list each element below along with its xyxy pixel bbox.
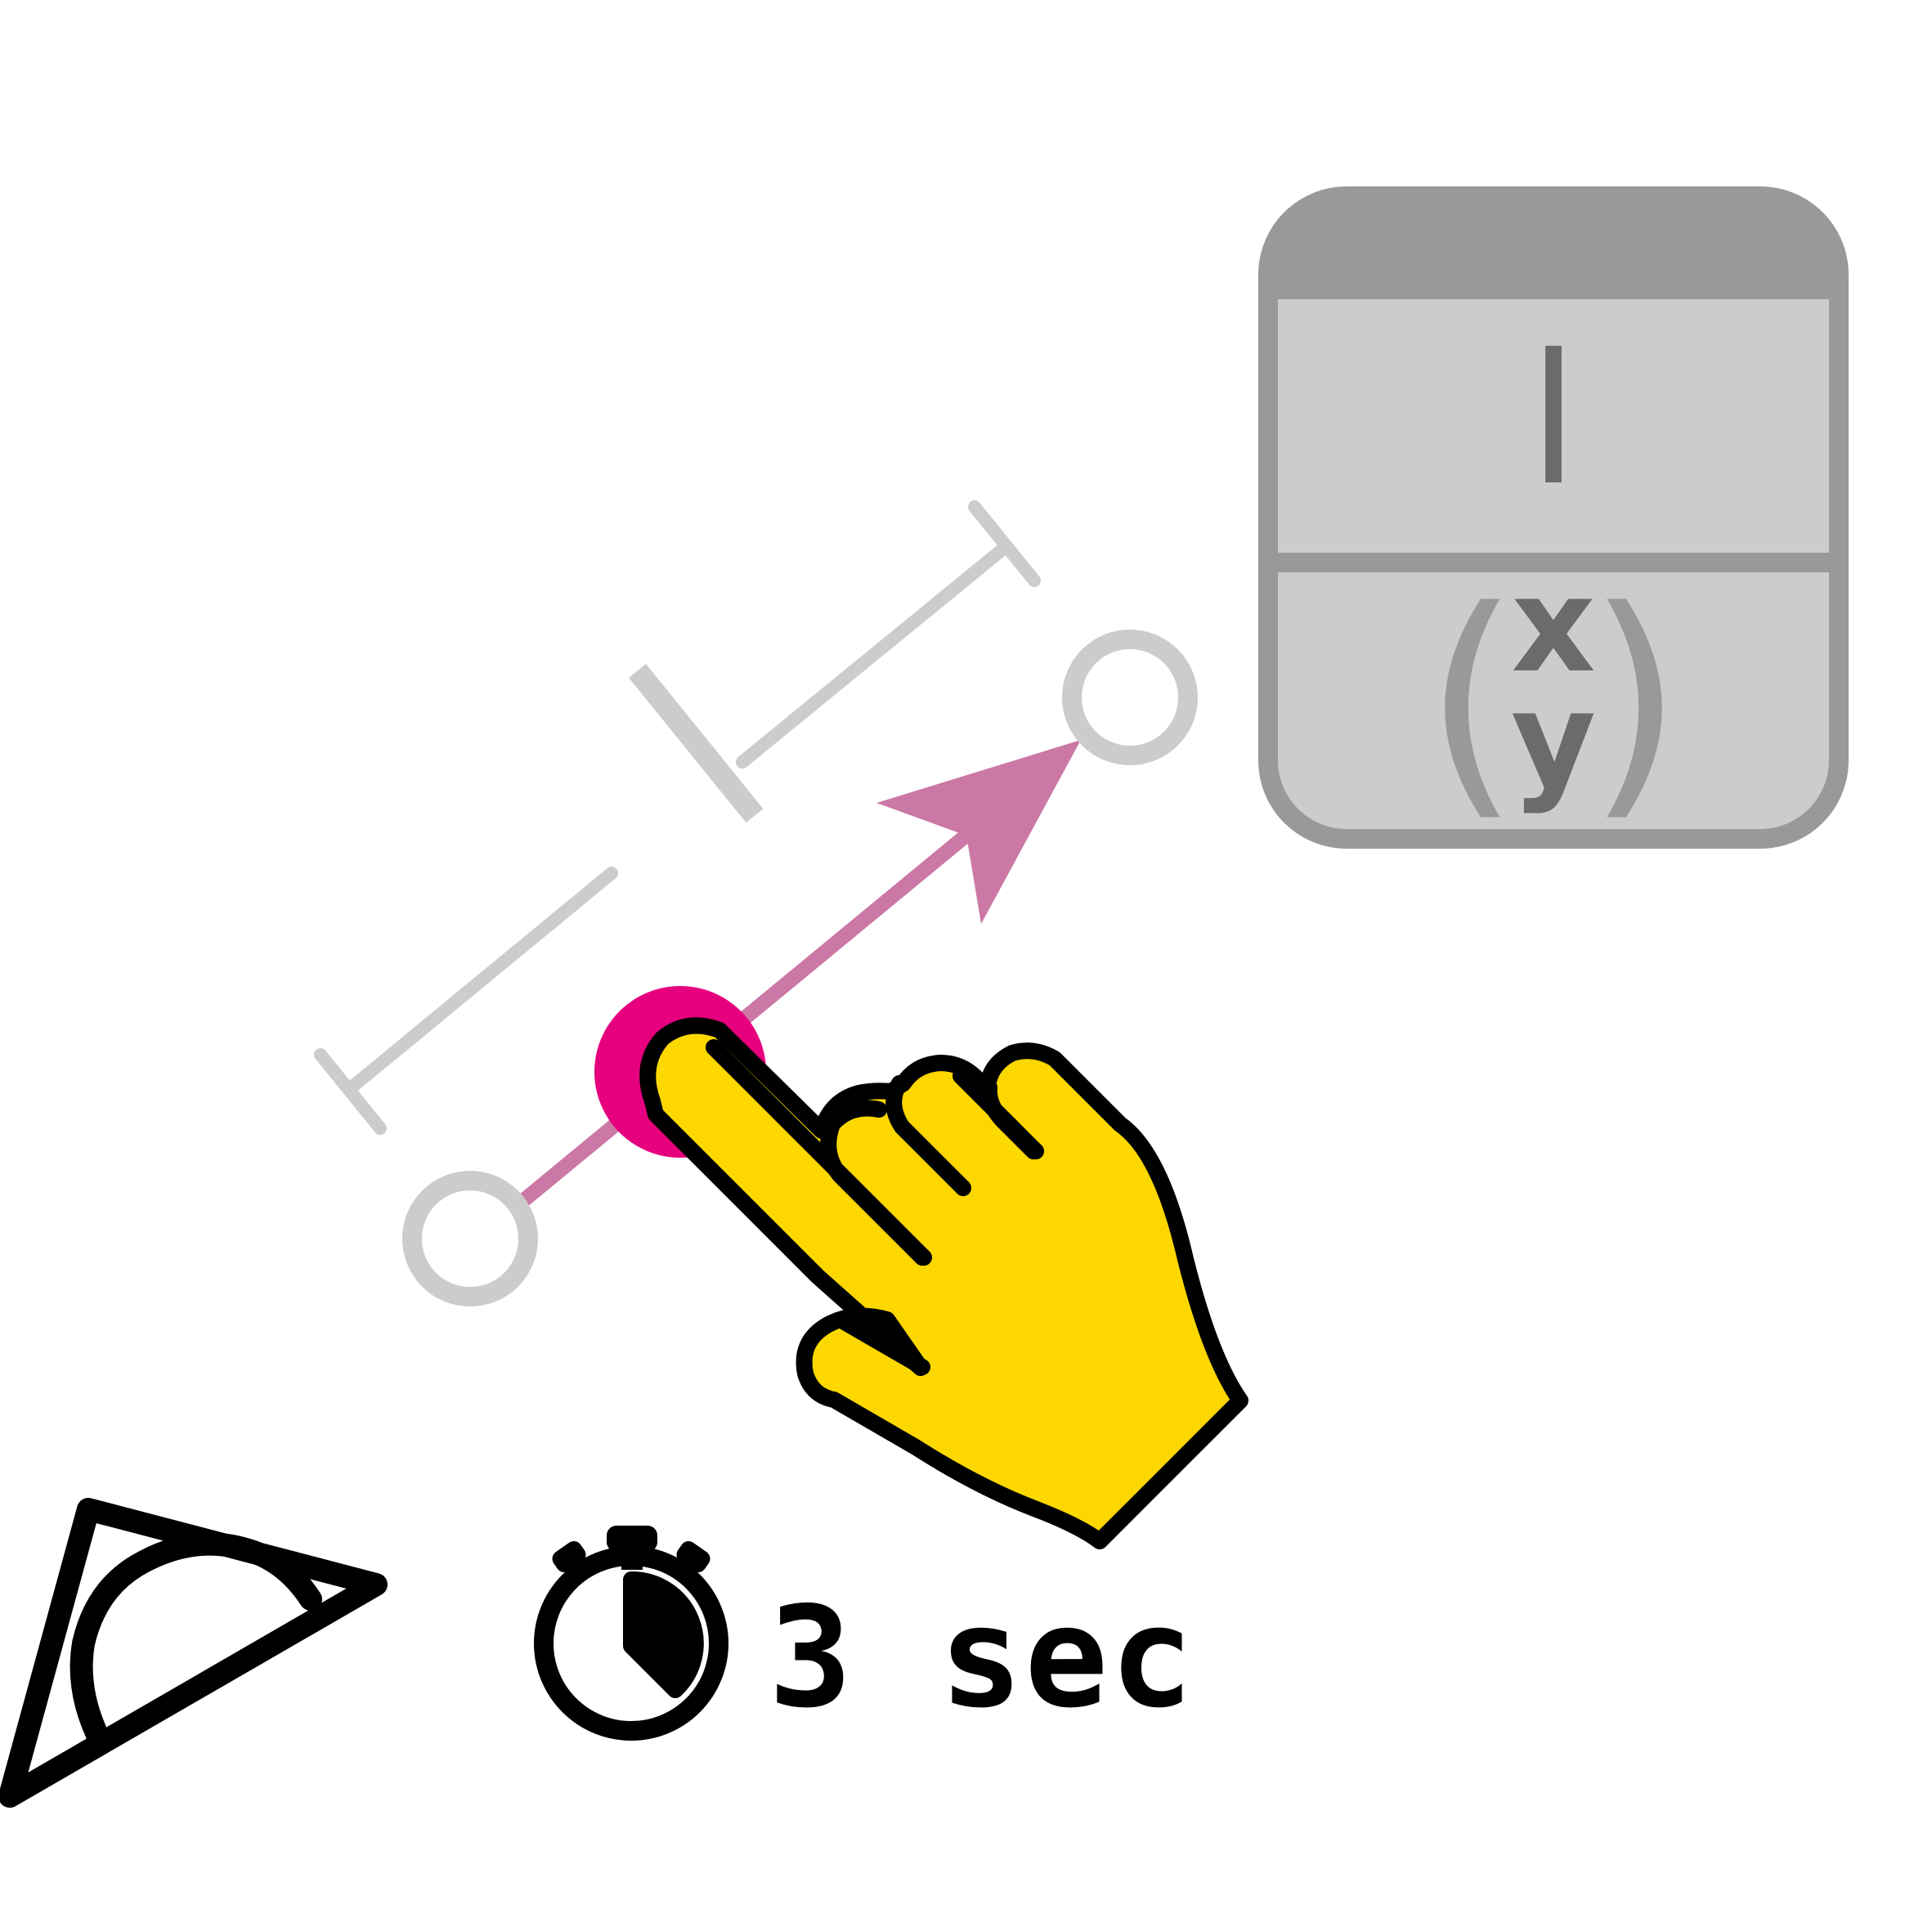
vector-start-point[interactable] (402, 1171, 538, 1307)
panel-header (1268, 196, 1839, 299)
vector-arrowhead (876, 740, 1081, 924)
dimension-line (314, 500, 1041, 1135)
vector-end-point[interactable] (1062, 630, 1198, 765)
dimension-label: l (585, 617, 818, 882)
panel-bracket-close: ) (1587, 558, 1683, 843)
panel-vector-x: x (1511, 549, 1595, 702)
dimension-tick-start (314, 1048, 387, 1135)
panel-vector-y: y (1511, 663, 1596, 816)
timer-label: 3 sec (769, 1577, 1195, 1739)
dimension-segment-lower (345, 867, 618, 1094)
stopwatch-icon (534, 1526, 728, 1741)
pointing-hand-icon (639, 1017, 1248, 1549)
panel-bracket-open: ( (1423, 558, 1519, 843)
dimension-tick-end (968, 500, 1041, 587)
dimension-segment-upper (736, 543, 1009, 769)
panel-length-symbol: l (1528, 316, 1578, 525)
set-square-protractor-icon (0, 1498, 388, 1808)
vector-info-panel (1258, 186, 1849, 849)
